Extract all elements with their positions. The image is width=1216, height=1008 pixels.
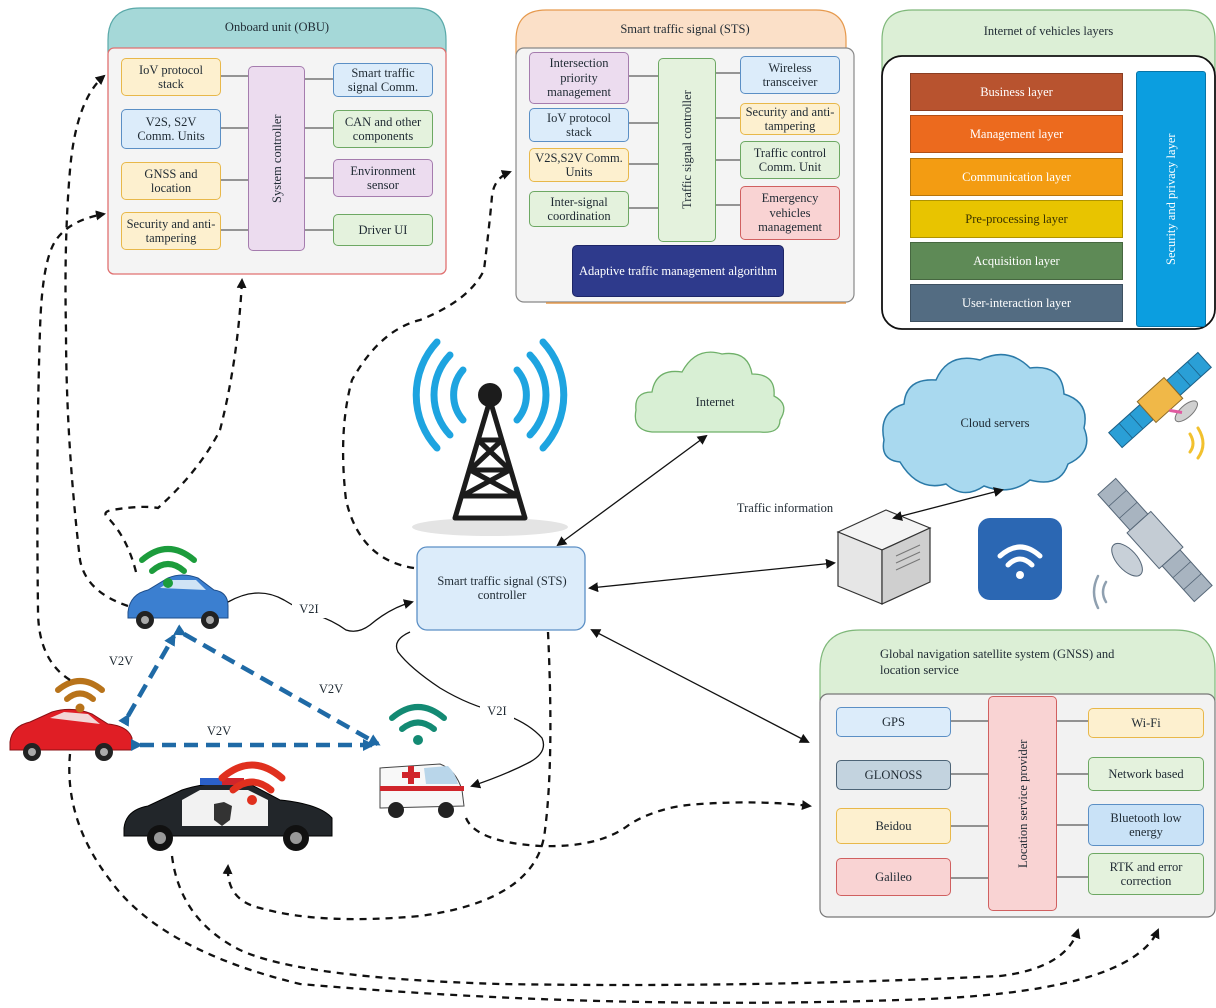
gnss-wifi: Wi-Fi xyxy=(1088,708,1204,738)
v2i-label-1: V2I xyxy=(292,600,326,618)
gnss-glonoss: GLONOSS xyxy=(836,760,951,790)
sts-title: Smart traffic signal (STS) xyxy=(620,22,750,36)
business-layer: Business layer xyxy=(910,73,1123,111)
pre-processing-layer: Pre-processing layer xyxy=(910,200,1123,238)
gnss-location-service-provider-label: Location service provider xyxy=(1015,739,1030,868)
obu-driver-ui: Driver UI xyxy=(333,214,433,246)
sts-iov-protocol-stack: IoV protocol stack xyxy=(529,108,629,142)
traffic-server-icon xyxy=(836,509,932,605)
iov-title: Internet of vehicles layers xyxy=(983,24,1114,38)
v2v-label-3: V2V xyxy=(206,723,232,738)
sts-emergency-vehicles: Emergency vehicles management xyxy=(740,186,840,240)
sts-security: Security and anti-tampering xyxy=(740,103,840,135)
sts-controller-label: Smart traffic signal (STS) controller xyxy=(437,573,567,602)
satellite-bottom-signal-icon xyxy=(1092,574,1108,610)
user-interaction-layer: User-interaction layer xyxy=(910,284,1123,322)
v2v-label-1: V2V xyxy=(108,653,134,668)
cloud-servers-label: Cloud servers xyxy=(960,415,1030,430)
sts-traffic-signal-controller: Traffic signal controller xyxy=(658,58,716,242)
gnss-bluetooth: Bluetooth low energy xyxy=(1088,804,1204,846)
gnss-galileo: Galileo xyxy=(836,858,951,896)
cloud-servers-icon xyxy=(882,353,1088,494)
blue-car-icon xyxy=(127,574,229,629)
obu-iov-protocol-stack: IoV protocol stack xyxy=(121,58,221,96)
security-privacy-layer-label: Security and privacy layer xyxy=(1163,133,1178,265)
red-car-icon xyxy=(9,708,133,761)
sts-inter-signal-coordination: Inter-signal coordination xyxy=(529,191,629,227)
satellite-bottom-icon xyxy=(1097,477,1213,603)
solid-links xyxy=(227,434,1004,789)
obu-system-controller-label: System controller xyxy=(269,114,284,203)
obu-gnss-location: GNSS and location xyxy=(121,162,221,200)
wifi-tile-icon xyxy=(978,518,1062,600)
cell-tower-icon xyxy=(412,338,568,536)
sts-adaptive-algorithm: Adaptive traffic management algorithm xyxy=(572,245,784,297)
obu-system-controller: System controller xyxy=(248,66,305,251)
dashed-links xyxy=(36,74,1160,1004)
obu-can-components: CAN and other components xyxy=(333,110,433,148)
gnss-beidou: Beidou xyxy=(836,808,951,844)
gnss-network-based: Network based xyxy=(1088,757,1204,791)
sts-intersection-priority: Intersection priority management xyxy=(529,52,629,104)
sts-wireless-transceiver: Wireless transceiver xyxy=(740,56,840,94)
obu-security: Security and anti-tampering xyxy=(121,212,221,250)
gnss-rtk: RTK and error correction xyxy=(1088,853,1204,895)
v2v-links xyxy=(118,624,381,751)
ambulance-wifi-icon xyxy=(389,704,447,732)
police-car-wifi-icon xyxy=(218,761,286,794)
satellite-top-signal-icon xyxy=(1188,426,1205,460)
security-privacy-layer: Security and privacy layer xyxy=(1136,71,1206,327)
management-layer: Management layer xyxy=(910,115,1123,153)
traffic-information-label: Traffic information xyxy=(736,500,834,515)
internet-cloud-icon xyxy=(634,351,785,433)
communication-layer: Communication layer xyxy=(910,158,1123,196)
gnss-title: Global navigation satellite system (GNSS… xyxy=(880,647,1115,678)
satellite-top-icon xyxy=(1108,351,1212,449)
obu-sts-comm: Smart traffic signal Comm. xyxy=(333,63,433,97)
sts-controller-box xyxy=(416,546,586,631)
internet-label: Internet xyxy=(695,394,735,409)
sts-v2s-comm-units: V2S,S2V Comm. Units xyxy=(529,148,629,182)
gnss-location-service-provider: Location service provider xyxy=(988,696,1057,911)
acquisition-layer: Acquisition layer xyxy=(910,242,1123,280)
blue-car-wifi-icon xyxy=(139,546,197,574)
ambulance-icon xyxy=(379,763,465,818)
v2v-label-2: V2V xyxy=(318,681,344,696)
red-car-wifi-icon xyxy=(55,678,105,702)
gnss-gps: GPS xyxy=(836,707,951,737)
v2i-label-2: V2I xyxy=(480,702,514,720)
obu-title: Onboard unit (OBU) xyxy=(224,20,330,34)
obu-environment-sensor: Environment sensor xyxy=(333,159,433,197)
sts-traffic-signal-controller-label: Traffic signal controller xyxy=(679,90,694,210)
police-car-icon xyxy=(123,778,333,851)
sts-traffic-control-comm: Traffic control Comm. Unit xyxy=(740,141,840,179)
obu-v2s-comm-units: V2S, S2V Comm. Units xyxy=(121,109,221,149)
